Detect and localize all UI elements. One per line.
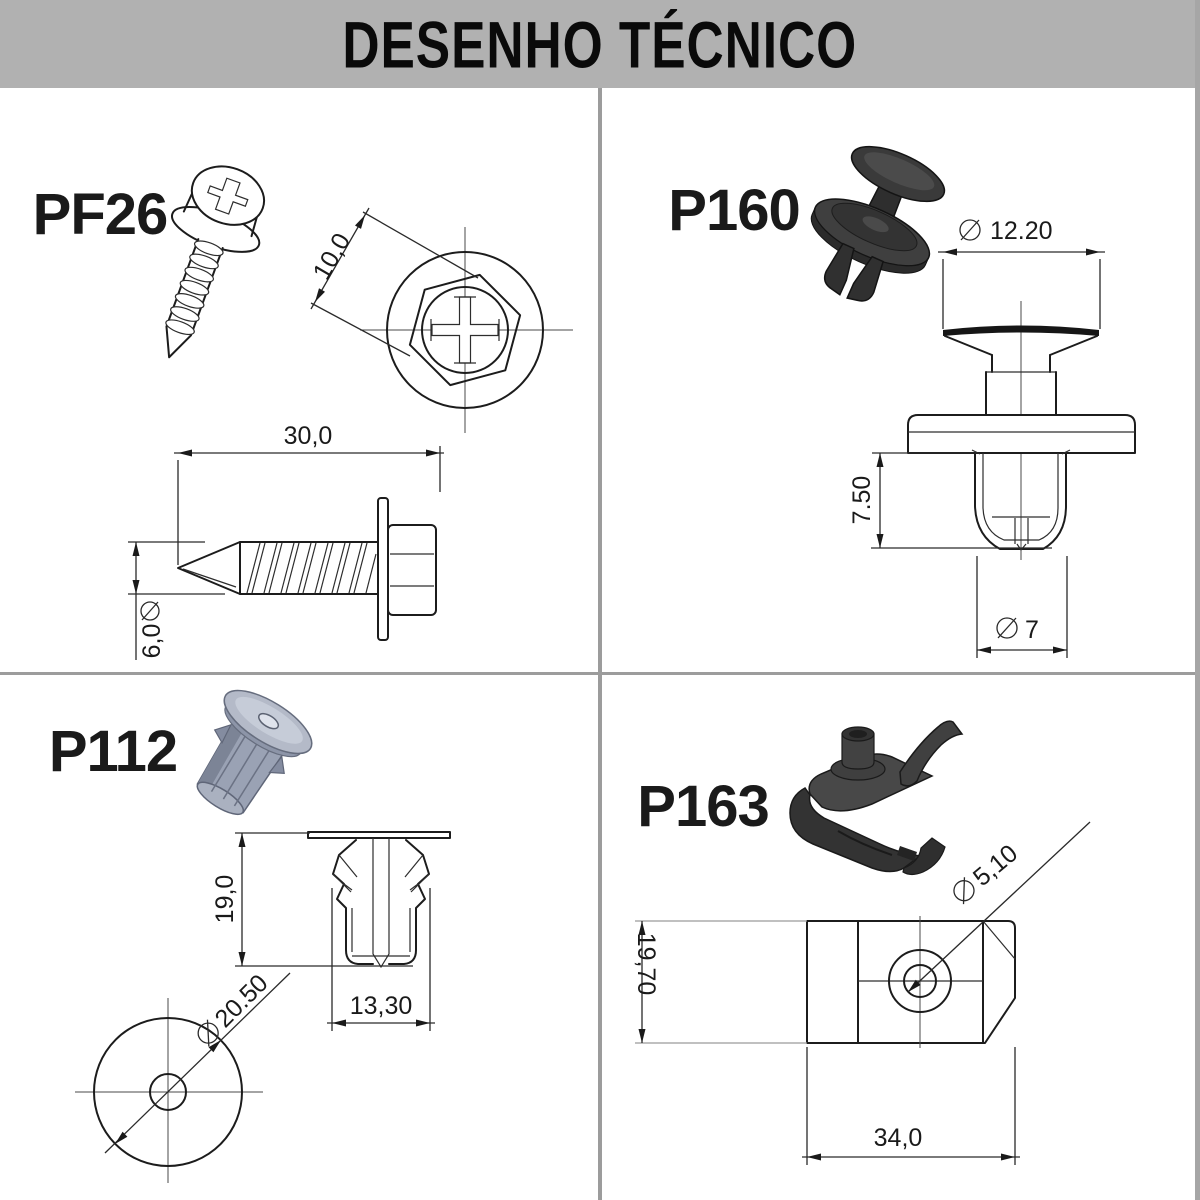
page-title: DESENHO TÉCNICO xyxy=(342,6,858,82)
p112-side-view xyxy=(307,831,451,969)
p112-dim-body-width: 13,30 xyxy=(327,888,435,1031)
p160-dim-leg-length: 7.50 xyxy=(848,452,1052,549)
p112-flange-diameter-value: 20.50 xyxy=(210,969,274,1033)
part-label-p163: P163 xyxy=(637,774,768,839)
p160-drawing: P160 12.20 xyxy=(668,145,1136,658)
p160-head-diameter-value: 12.20 xyxy=(990,217,1053,245)
p160-3d-rivet xyxy=(810,145,946,302)
pf26-top-view xyxy=(360,227,573,433)
right-edge-strip xyxy=(1195,0,1200,1200)
p163-top-view xyxy=(806,916,1016,1048)
pf26-thread-diameter-value: 6,0 xyxy=(138,624,166,659)
p112-drawing: P112 xyxy=(49,689,451,1183)
vertical-divider xyxy=(598,88,602,1200)
p160-dim-head: 12.20 xyxy=(938,217,1105,329)
p112-3d-grommet xyxy=(196,689,313,816)
diameter-symbol xyxy=(953,877,975,905)
p112-body-width-value: 13,30 xyxy=(350,992,413,1020)
pf26-dim-thread: 6,0 xyxy=(128,541,225,660)
pf26-side-view xyxy=(177,497,437,641)
diameter-symbol xyxy=(197,1019,219,1047)
p112-length-value: 19,0 xyxy=(211,875,239,924)
header-bar: DESENHO TÉCNICO xyxy=(0,0,1200,88)
p112-top-view: 20.50 xyxy=(75,969,291,1183)
diameter-symbol xyxy=(959,219,981,241)
p163-3d-clip-nut xyxy=(789,720,964,876)
pf26-length-value: 30,0 xyxy=(284,422,333,450)
horizontal-divider xyxy=(0,672,1200,675)
part-label-p160: P160 xyxy=(668,178,799,243)
p163-width-value: 34,0 xyxy=(874,1124,923,1152)
p163-drawing: P163 xyxy=(632,720,1091,1165)
part-label-pf26: PF26 xyxy=(33,182,168,247)
diameter-symbol xyxy=(996,617,1018,639)
pf26-drawing: PF26 xyxy=(33,165,573,660)
part-label-p112: P112 xyxy=(49,719,177,784)
p163-dim-width: 34,0 xyxy=(802,1047,1020,1165)
pf26-dim-length: 30,0 xyxy=(174,422,444,565)
p160-leg-length-value: 7.50 xyxy=(848,476,876,525)
diameter-symbol xyxy=(140,601,160,621)
p160-dim-shank: 7 xyxy=(976,556,1068,658)
p160-shank-diameter-value: 7 xyxy=(1025,616,1039,644)
pf26-head-across-value: 10,0 xyxy=(308,228,357,284)
p163-dim-height: 19,70 xyxy=(632,920,807,1044)
pf26-3d-screw xyxy=(165,165,266,359)
p163-hole-diameter-value: 5,10 xyxy=(968,839,1023,892)
p112-dim-length: 19,0 xyxy=(211,832,413,967)
p163-height-value: 19,70 xyxy=(632,933,660,996)
p160-side-view xyxy=(907,301,1136,560)
